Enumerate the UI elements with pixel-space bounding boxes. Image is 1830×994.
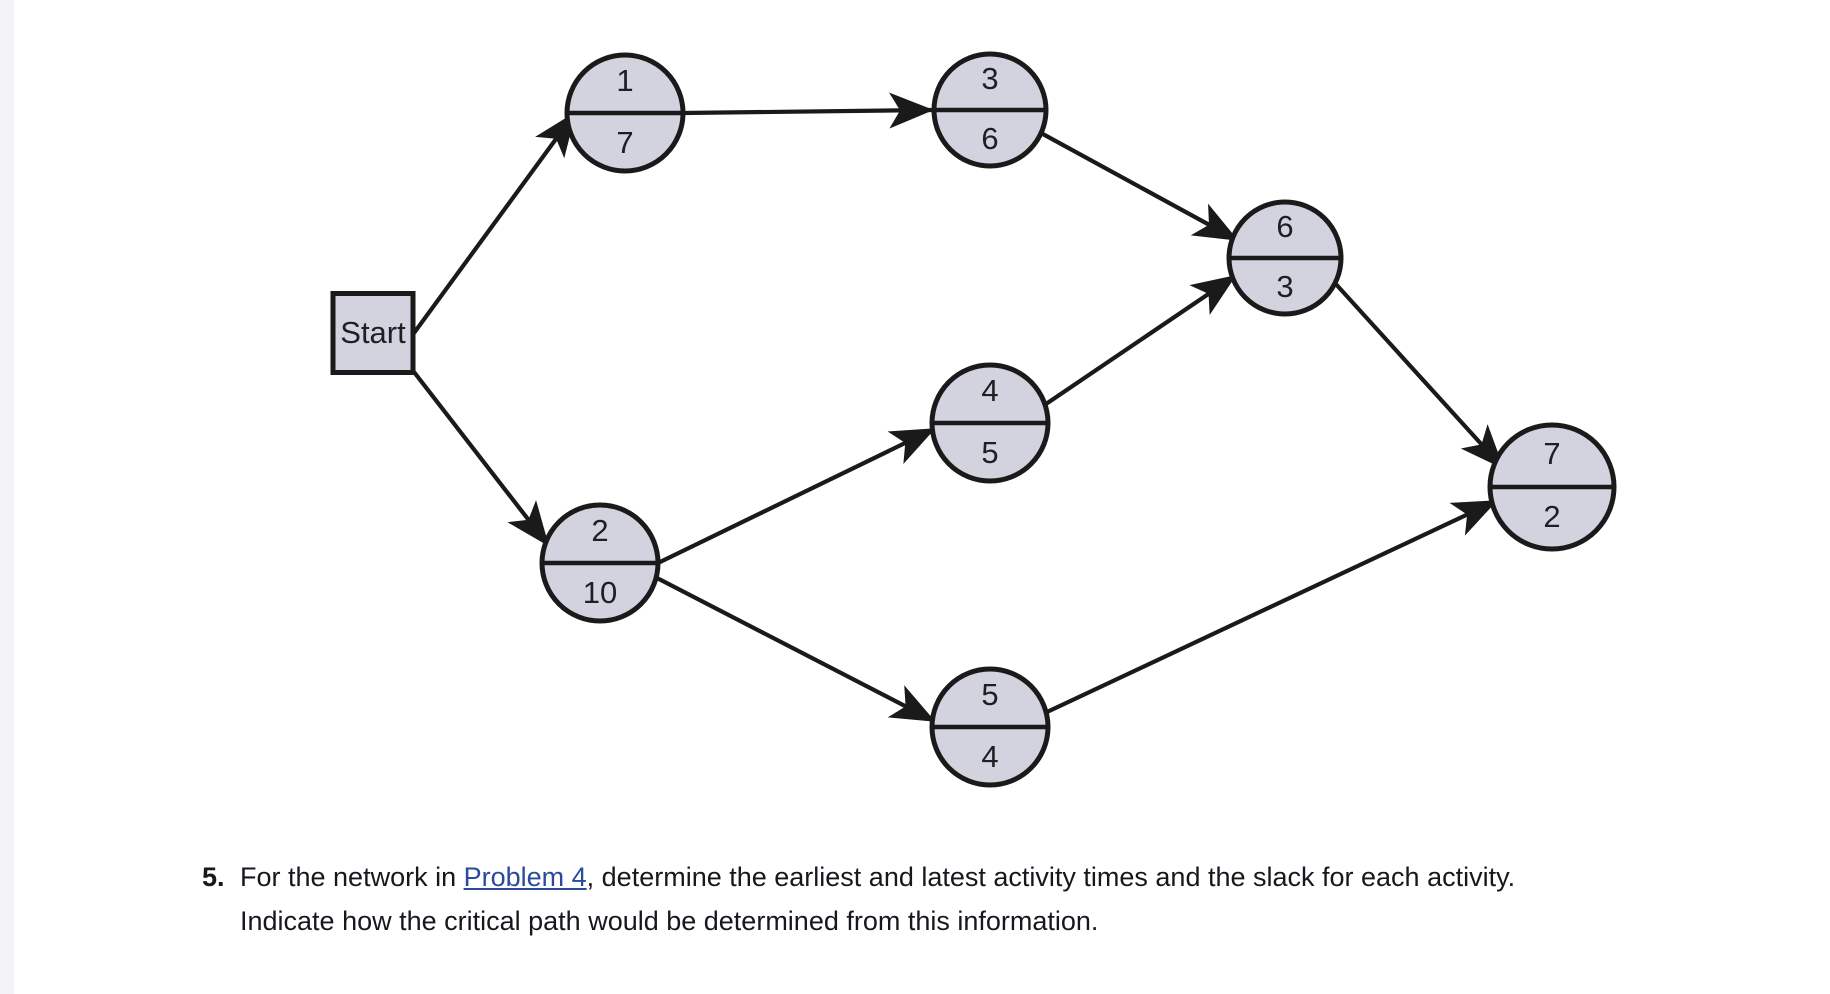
node-2-duration-label: 10 — [583, 575, 617, 610]
node-1-activity-label: 1 — [616, 63, 633, 98]
node-7-activity-label: 7 — [1543, 436, 1560, 471]
edge-1-to-3 — [682, 92, 934, 129]
question-block: 5. For the network in Problem 4, determin… — [202, 855, 1570, 943]
edge-5-to-7 — [1046, 499, 1498, 714]
node-2-activity-label: 2 — [591, 513, 608, 548]
node-4-duration-label: 5 — [981, 435, 998, 470]
problem-4-link[interactable]: Problem 4 — [463, 862, 587, 892]
edge-start-to-2 — [412, 370, 550, 547]
edge-2-to-4 — [657, 427, 936, 565]
node-5-duration-label: 4 — [981, 739, 998, 774]
start-node-box — [330, 291, 416, 375]
start-node-label: Start — [340, 315, 406, 350]
edge-3-to-6 — [1039, 131, 1239, 242]
question-text-after-link: , determine the earliest and latest acti… — [240, 862, 1516, 936]
node-1-duration-label: 7 — [616, 125, 633, 160]
activity-node-2: 2 10 — [539, 502, 661, 624]
node-3-activity-label: 3 — [981, 61, 998, 96]
node-3-duration-label: 6 — [981, 121, 998, 156]
node-5-activity-label: 5 — [981, 677, 998, 712]
node-7-duration-label: 2 — [1543, 499, 1560, 534]
start-node: Start — [330, 291, 416, 375]
node-6-duration-label: 3 — [1276, 269, 1293, 304]
activity-node-4: 4 5 — [929, 362, 1051, 484]
question-text-before-link: For the network in — [240, 862, 464, 892]
node-4-activity-label: 4 — [981, 373, 998, 408]
activity-node-7: 7 2 — [1487, 422, 1617, 552]
edge-6-to-7 — [1332, 280, 1505, 470]
network-diagram: Start 1 7 2 10 3 6 4 5 — [330, 51, 1617, 788]
activity-node-6: 6 3 — [1226, 199, 1344, 317]
edge-start-to-1 — [412, 111, 577, 335]
node-6-activity-label: 6 — [1276, 209, 1293, 244]
activity-node-5: 5 4 — [929, 666, 1051, 788]
edge-4-to-6 — [1044, 274, 1237, 406]
activity-node-3: 3 6 — [931, 51, 1049, 169]
edge-layer — [412, 92, 1505, 723]
page-left-gutter — [0, 0, 14, 994]
activity-node-1: 1 7 — [564, 52, 686, 174]
question-number: 5. — [202, 862, 225, 892]
edge-2-to-5 — [656, 576, 936, 723]
